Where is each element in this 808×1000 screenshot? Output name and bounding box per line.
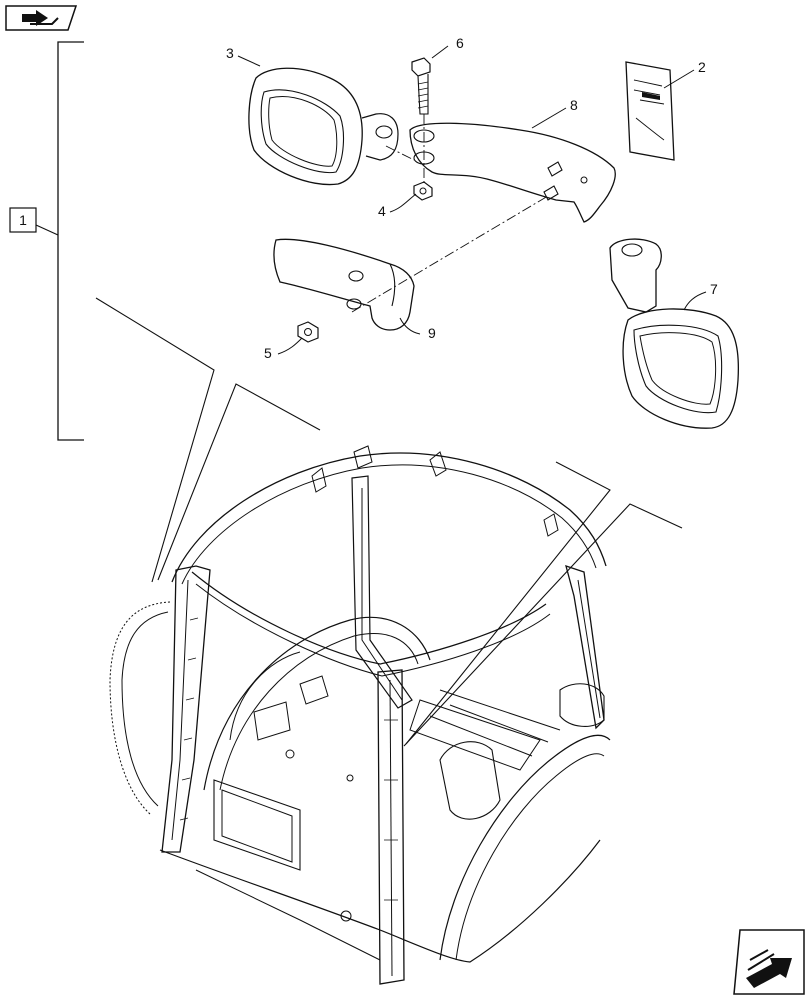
callout-5: 5 bbox=[264, 345, 272, 361]
callout-numbers: 3 6 2 8 4 5 9 7 bbox=[226, 35, 718, 361]
callout-7: 7 bbox=[710, 281, 718, 297]
group-label: 1 bbox=[19, 212, 27, 228]
leader-lines bbox=[237, 45, 707, 355]
callout-3: 3 bbox=[226, 45, 234, 61]
callout-8: 8 bbox=[570, 97, 578, 113]
callout-9: 9 bbox=[428, 325, 436, 341]
group-label-box[interactable]: 1 bbox=[9, 207, 37, 233]
mirror-right-part bbox=[609, 238, 740, 429]
next-arrow-icon bbox=[746, 949, 792, 988]
callout-4: 4 bbox=[378, 203, 386, 219]
bracket-plate-part bbox=[273, 238, 415, 331]
back-arrow-icon bbox=[22, 10, 59, 26]
cab-frame-assembly bbox=[109, 445, 611, 985]
zoom-lines bbox=[95, 297, 683, 747]
group-bracket bbox=[35, 41, 84, 441]
next-nav-button[interactable] bbox=[733, 929, 805, 995]
mirror-arm-part bbox=[409, 122, 616, 223]
nut-small-part bbox=[413, 181, 433, 201]
bolt-part bbox=[411, 57, 431, 115]
assembly-center-lines bbox=[351, 114, 549, 313]
decal-sheet-part bbox=[625, 61, 675, 161]
callout-2: 2 bbox=[698, 59, 706, 75]
back-nav-button[interactable] bbox=[5, 5, 78, 31]
callout-6: 6 bbox=[456, 35, 464, 51]
nut-flange-part bbox=[297, 321, 319, 343]
mirror-left-part bbox=[248, 67, 399, 186]
